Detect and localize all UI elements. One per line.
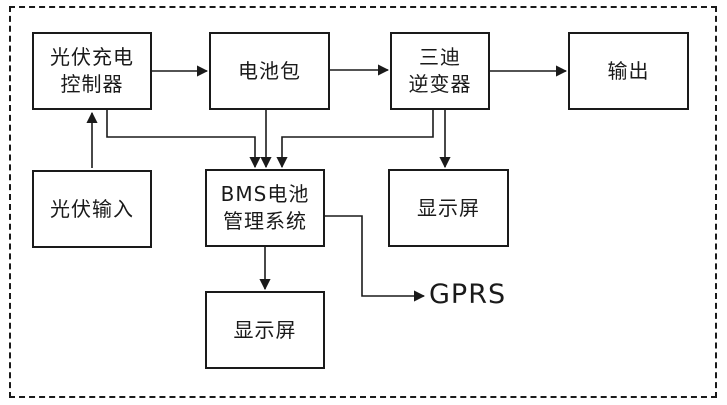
inverter-node: 三迪 逆变器 — [390, 32, 490, 110]
output-node: 输出 — [568, 32, 689, 110]
battery-pack-node: 电池包 — [209, 32, 330, 110]
edge-inverter-to-bms — [276, 110, 434, 169]
system-boundary — [9, 6, 717, 398]
gprs-label: GPRS — [429, 279, 507, 310]
bms-display-node: 显示屏 — [205, 291, 325, 369]
pv-input-node: 光伏输入 — [32, 170, 152, 248]
edge-bms-to-gprs — [325, 215, 426, 302]
pv-charge-controller-node: 光伏充电 控制器 — [32, 32, 152, 110]
edge-controller-to-bms — [106, 110, 261, 169]
inverter-display-node: 显示屏 — [388, 169, 509, 247]
bms-node: BMS电池 管理系统 — [205, 169, 325, 247]
